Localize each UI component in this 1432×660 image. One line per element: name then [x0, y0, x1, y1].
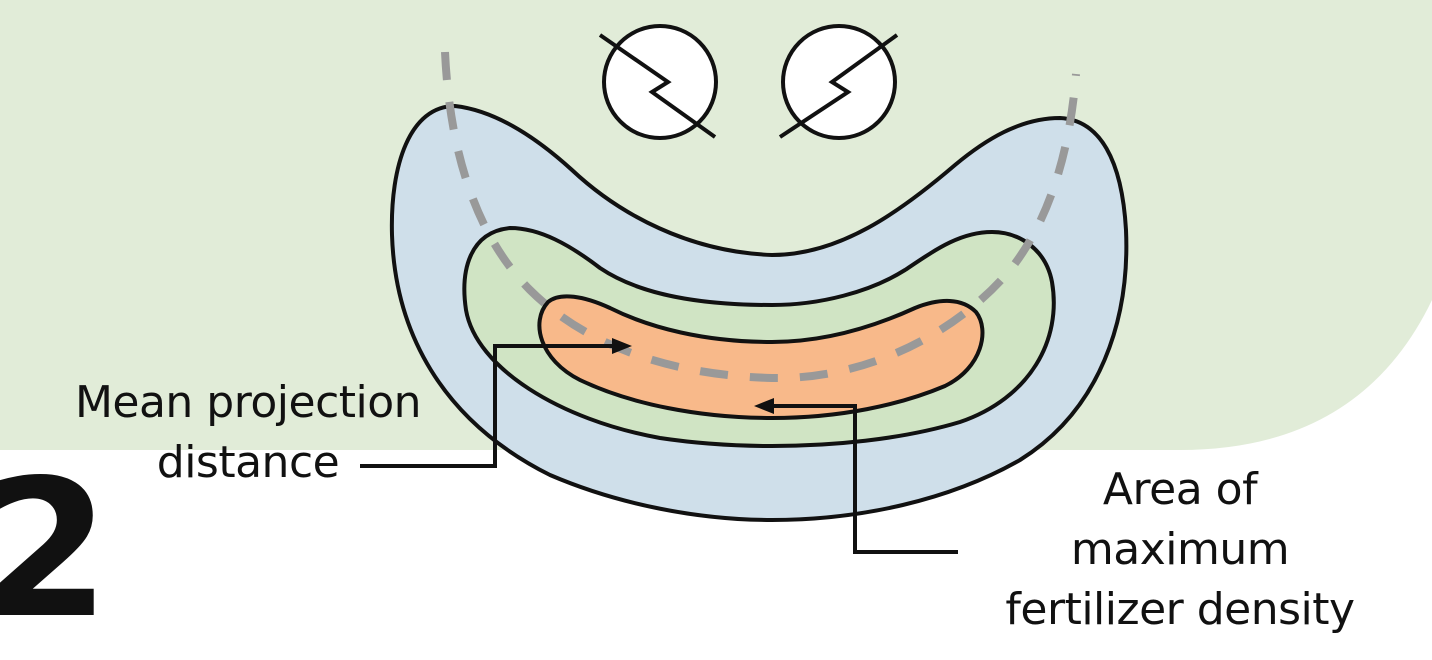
max-density-label: Area of maximum fertilizer density	[960, 460, 1400, 640]
max-density-label-line-3: fertilizer density	[960, 580, 1400, 640]
max-density-label-line-1: Area of	[960, 460, 1400, 520]
spinner-disc-right-icon	[780, 26, 897, 138]
mean-projection-label-line-2: distance	[52, 433, 444, 493]
mean-projection-label: Mean projection distance	[52, 373, 444, 493]
mean-projection-label-line-1: Mean projection	[52, 373, 444, 433]
spinner-disc-left-icon	[600, 26, 716, 138]
max-density-label-line-2: maximum	[960, 520, 1400, 580]
page-marker-number: 2	[0, 455, 110, 645]
